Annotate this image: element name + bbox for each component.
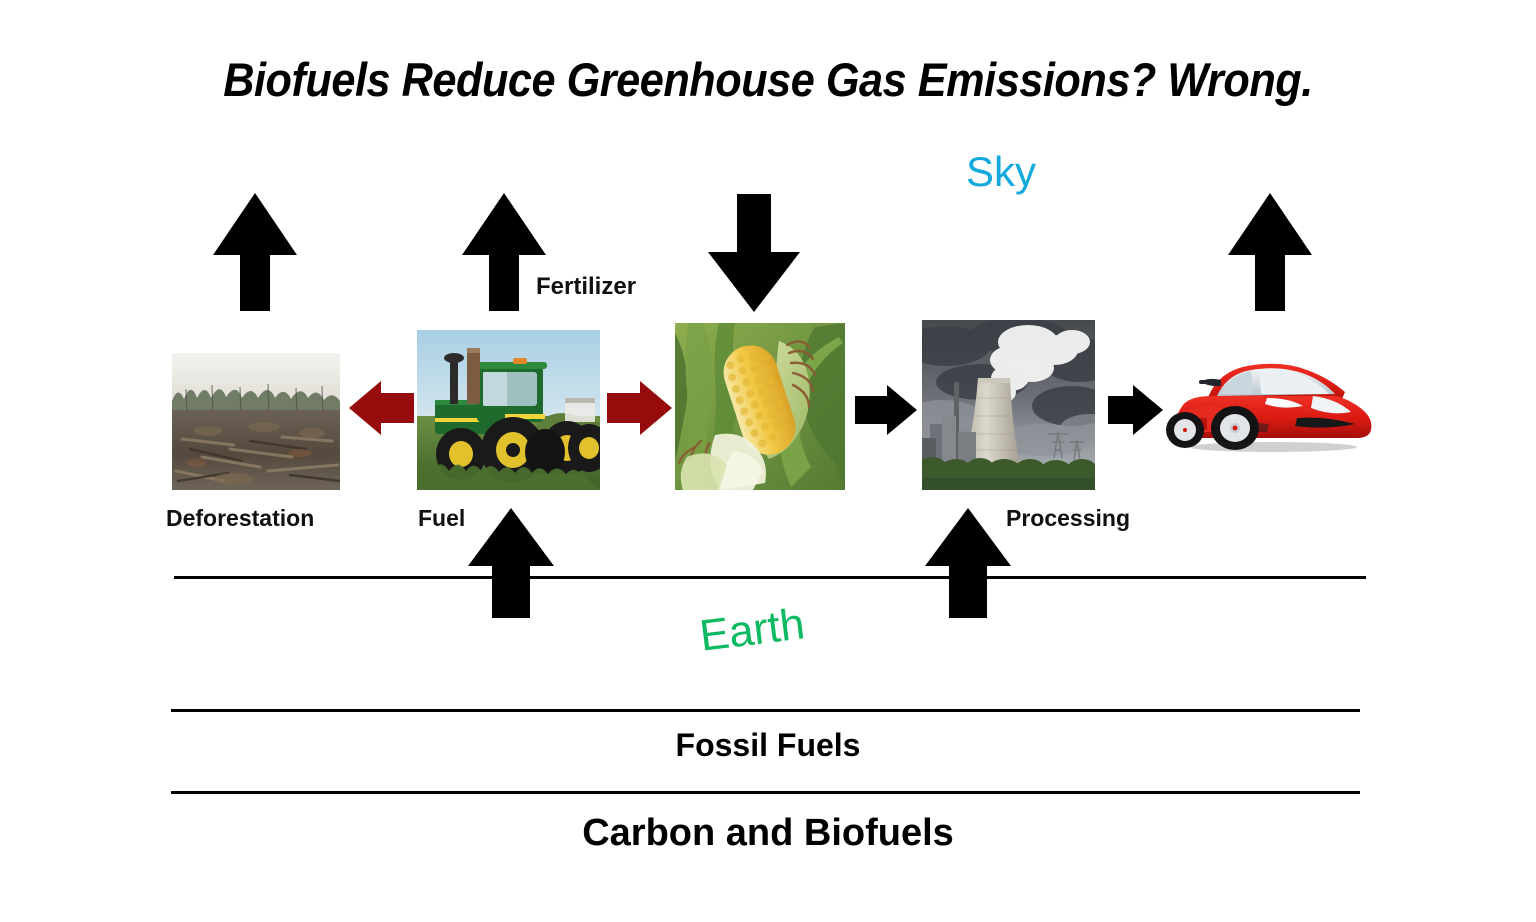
- deforestation-image: [172, 353, 340, 490]
- arrow-shaft: [607, 393, 642, 423]
- arrow-shaft: [1255, 253, 1285, 311]
- arrow-right-fuel-to-crop: [607, 381, 672, 435]
- tractor-image: [417, 330, 600, 490]
- arrow-shaft: [855, 396, 889, 424]
- zone-label-fossil-fuels: Fossil Fuels: [675, 727, 861, 763]
- node-label-fuel: Fuel: [418, 505, 466, 531]
- node-label-deforestation: Deforestation: [166, 505, 315, 531]
- arrow-shaft: [489, 253, 519, 311]
- node-label-processing: Processing: [1006, 505, 1130, 531]
- red-car-illustration: [1163, 352, 1378, 452]
- power-plant-photo: [922, 320, 1095, 490]
- arrow-head: [708, 252, 800, 312]
- arrow-shaft: [1108, 396, 1135, 424]
- arrow-shaft: [949, 564, 987, 618]
- arrow-up-fuel-emission: [462, 193, 546, 311]
- arrow-right-processing-to-vehicle: [1108, 385, 1163, 435]
- arrow-head: [640, 381, 672, 435]
- arrow-left-fuel-to-deforestation: [349, 381, 414, 435]
- arrow-shaft: [240, 253, 270, 311]
- arrow-head: [1228, 193, 1312, 255]
- zone-label-carbon-and-biofuels: Carbon and Biofuels: [582, 812, 954, 854]
- arrow-up-vehicle-emission: [1228, 193, 1312, 311]
- corn-photo: [675, 323, 845, 490]
- edge-label-fertilizer: Fertilizer: [536, 273, 637, 300]
- zone-label-sky: Sky: [966, 148, 1037, 195]
- arrow-head: [925, 508, 1011, 566]
- arrow-up-processing-from-fossil: [925, 508, 1011, 618]
- arrow-head: [349, 381, 381, 435]
- arrow-shaft: [737, 194, 771, 254]
- fossil-layer-top-line: [171, 709, 1360, 712]
- arrow-up-deforestation-emission: [213, 193, 297, 311]
- car-image: [1166, 363, 1372, 452]
- zone-label-earth: Earth: [696, 599, 808, 661]
- tractor-photo: [417, 330, 600, 490]
- arrow-up-fuel-from-fossil: [468, 508, 554, 618]
- arrow-head: [462, 193, 546, 255]
- arrow-head: [213, 193, 297, 255]
- earth-surface-line: [174, 576, 1366, 579]
- power-plant-image: [922, 320, 1095, 490]
- arrow-down-crop-uptake: [708, 194, 800, 312]
- arrow-head: [887, 385, 917, 435]
- page-title: Biofuels Reduce Greenhouse Gas Emissions…: [223, 53, 1313, 106]
- fossil-layer-bottom-line: [171, 791, 1360, 794]
- arrow-right-crop-to-processing: [855, 385, 917, 435]
- arrow-head: [468, 508, 554, 566]
- corn-image: [675, 323, 845, 490]
- arrow-shaft: [492, 564, 530, 618]
- arrow-head: [1133, 385, 1163, 435]
- arrow-shaft: [379, 393, 414, 423]
- deforestation-photo: [172, 353, 340, 490]
